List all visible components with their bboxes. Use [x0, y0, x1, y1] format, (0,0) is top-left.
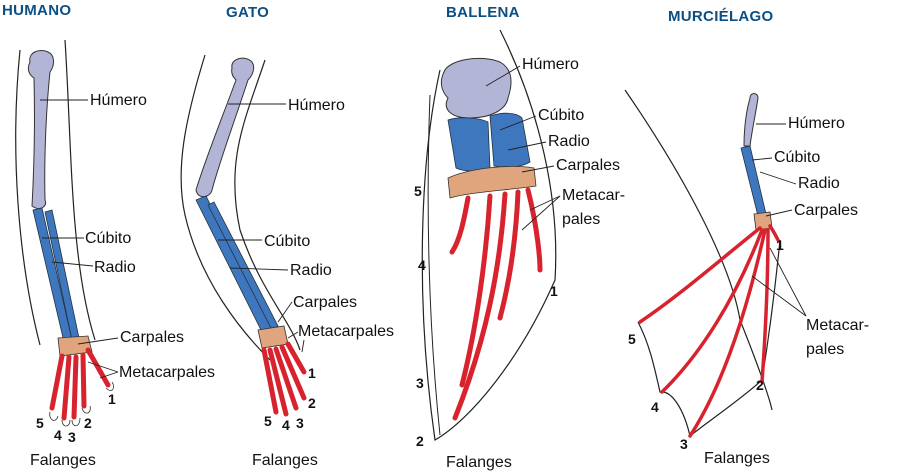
whale-ulna: [447, 117, 491, 172]
cat-falanges-label: Falanges: [252, 452, 318, 469]
cat-carpals: [257, 325, 289, 349]
cat-carpales-label: Carpales: [293, 294, 358, 311]
human-carpales-label: Carpales: [120, 329, 185, 346]
bat-humerus: [743, 93, 759, 147]
human-limb: [15, 39, 114, 427]
whale-digit-2: 2: [416, 433, 424, 449]
bat-cubito-label: Cúbito: [774, 149, 821, 166]
bat-falanges-label: Falanges: [704, 450, 770, 467]
human-falanges-label: Falanges: [30, 452, 96, 469]
cat-digit-3: 3: [296, 415, 304, 431]
bat-digit-5: 5: [628, 331, 636, 347]
bat-carpales-label: Carpales: [794, 202, 859, 219]
whale-digit-1: 1: [550, 283, 558, 299]
bat-metacarpales-label-1: Metacar-: [806, 317, 870, 334]
cat-humerus: [195, 57, 255, 198]
cat-limb: [180, 54, 307, 417]
title-gato: GATO: [226, 4, 270, 21]
bat-ulna-radius: [740, 145, 767, 217]
whale-falanges-label: Falanges: [446, 454, 512, 471]
cat-digit-1: 1: [308, 365, 316, 381]
human-digit-4: 4: [54, 427, 62, 443]
whale-digit-4: 4: [418, 257, 426, 273]
cat-digit-5: 5: [264, 413, 272, 429]
whale-radius: [489, 112, 531, 168]
whale-digit-5: 5: [414, 183, 422, 199]
bat-radio-label: Radio: [798, 175, 840, 192]
bat-humero-label: Húmero: [788, 115, 845, 132]
bat-wing: [624, 89, 781, 438]
leader-lines: [40, 65, 807, 379]
cat-digit-4: 4: [282, 417, 290, 433]
bat-digit-2: 2: [756, 377, 764, 393]
title-humano: HUMANO: [2, 2, 72, 19]
human-digit-2: 2: [84, 415, 92, 431]
human-radio-label: Radio: [94, 259, 136, 276]
cat-digit-2: 2: [308, 395, 316, 411]
whale-humero-label: Húmero: [522, 56, 579, 73]
cat-ulna: [195, 195, 273, 333]
bat-digit-1: 1: [776, 237, 784, 253]
whale-carpales-label: Carpales: [556, 157, 621, 174]
human-digit-1: 1: [108, 391, 116, 407]
human-metacarpales-label: Metacarpales: [119, 364, 216, 381]
human-digit-3: 3: [68, 429, 76, 445]
bat-digit-4: 4: [651, 399, 659, 415]
human-cubito-label: Cúbito: [85, 230, 132, 247]
cat-humero-label: Húmero: [288, 97, 345, 114]
cat-cubito-label: Cúbito: [264, 233, 311, 250]
cat-radius: [207, 201, 279, 331]
human-humerus: [27, 49, 54, 209]
human-digit-5: 5: [36, 415, 44, 431]
cat-radio-label: Radio: [290, 262, 332, 279]
cat-metacarpales-label: Metacarpales: [298, 323, 395, 340]
whale-radio-label: Radio: [548, 133, 590, 150]
whale-cubito-label: Cúbito: [538, 107, 585, 124]
whale-metacarpales-label-2: pales: [562, 211, 601, 228]
whale-flipper: [421, 29, 557, 441]
bat-digit-3: 3: [680, 436, 688, 452]
title-murcielago: MURCIÉLAGO: [668, 8, 774, 25]
whale-humerus: [440, 57, 512, 119]
whale-carpals: [447, 166, 537, 199]
whale-digit-3: 3: [416, 375, 424, 391]
title-ballena: BALLENA: [446, 4, 520, 21]
bat-metacarpales-label-2: pales: [806, 341, 845, 358]
whale-metacarpales-label-1: Metacar-: [562, 187, 626, 204]
human-humero-label: Húmero: [90, 92, 147, 109]
